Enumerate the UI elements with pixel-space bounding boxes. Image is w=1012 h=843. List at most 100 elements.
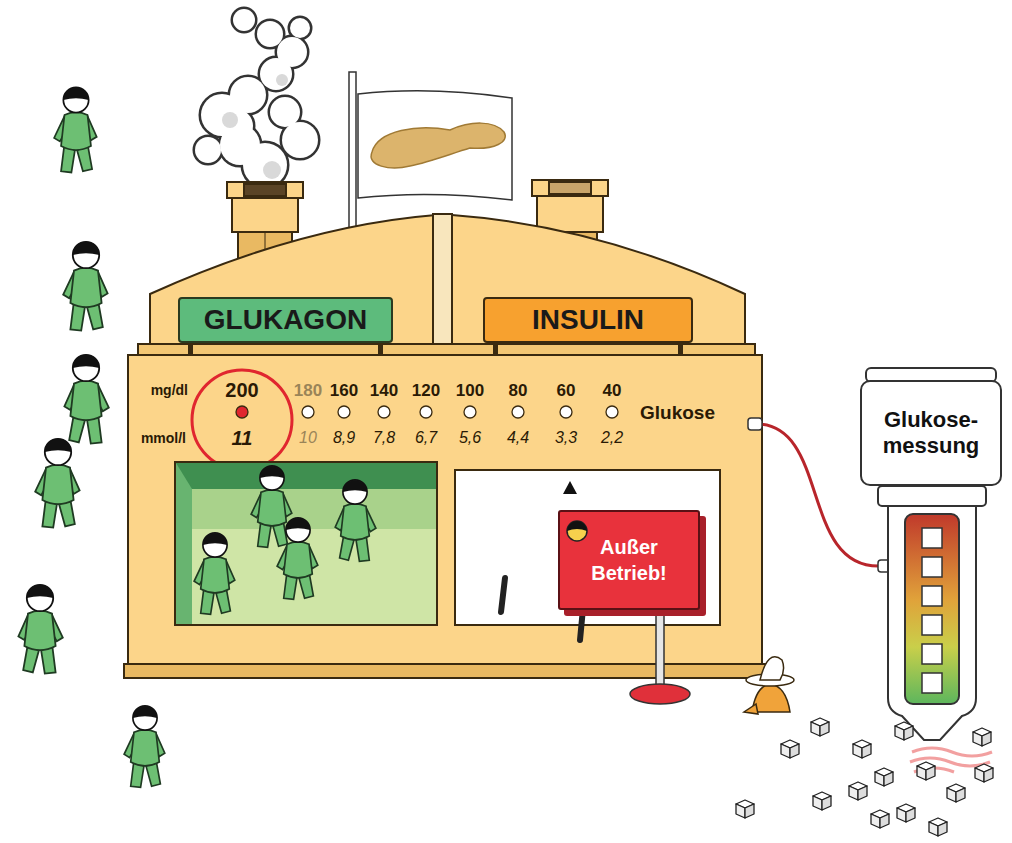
glucagon-window: [175, 462, 437, 625]
walking-workers: [64, 355, 108, 444]
glucose-meter: [866, 368, 996, 740]
sign-pole: [630, 684, 690, 704]
sugar-cubes: [875, 768, 893, 786]
smoke: [222, 112, 238, 128]
scale-dots: [378, 406, 390, 418]
sugar-cubes: [736, 800, 754, 818]
sleeping-figure: [760, 657, 784, 680]
scale-value: 7,8: [373, 430, 395, 446]
glucose-meter: [878, 486, 986, 506]
smoke: [195, 9, 318, 187]
sugar-cubes: [871, 810, 889, 828]
glucose-meter: [922, 673, 942, 693]
glucagon-window: [175, 462, 437, 625]
smoke: [263, 161, 281, 179]
chimney-left: [227, 182, 303, 198]
face-icon: [567, 521, 587, 531]
glucagon-workers: [251, 466, 292, 547]
scale-value: 2,2: [601, 430, 623, 446]
unit-label: mg/dl: [151, 383, 188, 397]
sensor-wire: [748, 418, 762, 430]
smoke: [257, 21, 283, 47]
sign-text: GLUKAGON: [204, 305, 367, 336]
chimney-right: [537, 196, 603, 232]
sugar-cubes: [895, 722, 913, 740]
glucose-meter-label: Glukose- messung: [860, 380, 1002, 486]
scale-dots: [236, 406, 248, 418]
building: [124, 664, 766, 678]
smoke: [277, 37, 307, 67]
smoke: [230, 77, 266, 113]
insulin-window: [501, 578, 505, 612]
smoke: [195, 137, 221, 163]
sign-text: Außer Betrieb!: [588, 534, 670, 586]
glucose-meter: [922, 615, 942, 635]
walking-workers: [63, 242, 107, 331]
sugar-cubes: [975, 764, 993, 782]
scale-dots: [464, 406, 476, 418]
glucagon-workers: [194, 533, 235, 614]
building: [150, 215, 745, 352]
insulin-window: [455, 470, 720, 625]
heat-lines: [912, 748, 992, 756]
sugar-cubes: [781, 740, 799, 758]
scale-dots: [338, 406, 350, 418]
flag: [358, 91, 512, 200]
sign-text: INSULIN: [532, 305, 644, 336]
flag: [371, 123, 505, 168]
smoke: [233, 9, 255, 31]
walking-workers: [124, 706, 165, 787]
scale-value: 80: [509, 382, 528, 399]
glucagon-window: [176, 463, 192, 624]
scale-dots: [606, 406, 618, 418]
highlight-ring: [192, 370, 292, 470]
scale-value: 8,9: [333, 430, 355, 446]
glucose-meter: [922, 528, 942, 693]
smoke: [277, 37, 307, 67]
sign-pole: [656, 600, 664, 692]
smoke: [270, 97, 300, 127]
scale-value: 180: [294, 382, 322, 399]
glucagon-workers: [194, 466, 376, 614]
smoke: [195, 9, 318, 187]
smoke: [219, 109, 253, 143]
chimney-right: [532, 180, 608, 196]
chimney-left: [232, 196, 298, 232]
smoke: [270, 97, 300, 127]
scale-value: 40: [603, 382, 622, 399]
insulin-window: [455, 470, 720, 640]
walking-workers: [18, 585, 62, 674]
walking-workers: [54, 87, 97, 172]
scale-value: 100: [456, 382, 484, 399]
sleeping-figure: [752, 684, 790, 712]
scale-value: 4,4: [507, 430, 529, 446]
smoke: [282, 122, 318, 158]
sugar-cubes: [849, 782, 867, 800]
scale-value: 3,3: [555, 430, 577, 446]
sugar-cubes: [736, 718, 993, 836]
scale-value: 60: [557, 382, 576, 399]
scale-value: 200: [225, 380, 258, 400]
sleeping-figure: [744, 704, 758, 714]
face-icon: [565, 519, 589, 543]
smoke: [195, 9, 318, 187]
scale-dots: [420, 406, 432, 418]
out-of-order-sign: Außer Betrieb!: [558, 510, 700, 610]
building: [128, 355, 762, 667]
glucagon-workers: [335, 480, 376, 561]
chimney-left: [244, 184, 286, 196]
insulin-sign: INSULIN: [483, 297, 693, 343]
scale-value: 160: [330, 382, 358, 399]
sugar-cubes: [897, 804, 915, 822]
glucose-meter: [905, 514, 959, 704]
sign-text: Glukose- messung: [868, 407, 994, 460]
smoke: [290, 18, 310, 38]
smoke: [257, 21, 283, 47]
sugar-cubes: [917, 762, 935, 780]
face-icon: [567, 521, 587, 541]
scale-value: 6,7: [415, 430, 437, 446]
gauge-title: Glukose: [640, 403, 715, 422]
insulin-window: [563, 481, 577, 494]
glucagon-sign: GLUKAGON: [178, 297, 393, 343]
